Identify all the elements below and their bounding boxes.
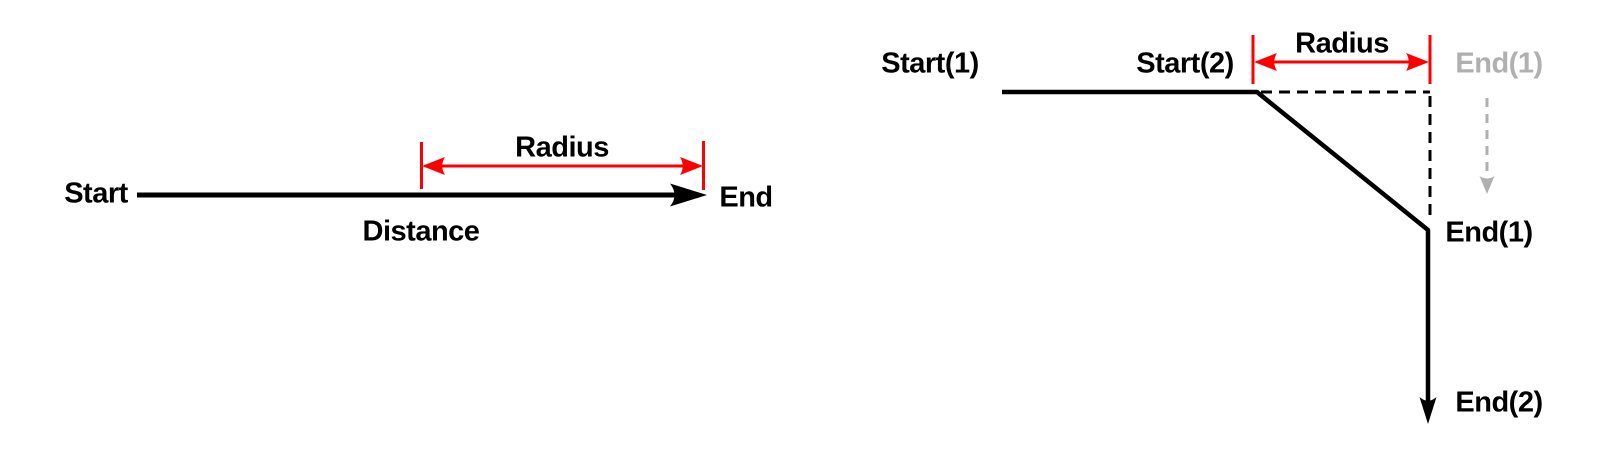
bent-path-line xyxy=(1002,89,1431,402)
radius-arrowhead-left-icon xyxy=(422,157,445,175)
end1-ghost-label: End(1) xyxy=(1455,47,1543,80)
end2-label: End(2) xyxy=(1455,386,1543,419)
radius2-arrowhead-right-icon xyxy=(1406,53,1429,71)
end-label: End xyxy=(719,181,773,214)
end1-label: End(1) xyxy=(1445,216,1533,249)
radius2-label: Radius xyxy=(1295,27,1389,60)
radius-label: Radius xyxy=(515,131,609,164)
ghost-drop-arrowhead-icon xyxy=(1479,176,1495,194)
left-straight-path-diagram xyxy=(137,141,707,207)
radius2-arrowhead-left-icon xyxy=(1254,53,1277,71)
right-bent-path-diagram xyxy=(1002,35,1495,424)
start-label: Start xyxy=(64,177,128,210)
distance-arrowhead-icon xyxy=(670,183,707,207)
bent-path-arrowhead-icon xyxy=(1419,397,1437,424)
start2-label: Start(2) xyxy=(1136,47,1234,80)
distance-label: Distance xyxy=(362,215,480,248)
radius-arrowhead-right-icon xyxy=(680,157,703,175)
start1-label: Start(1) xyxy=(881,47,979,80)
